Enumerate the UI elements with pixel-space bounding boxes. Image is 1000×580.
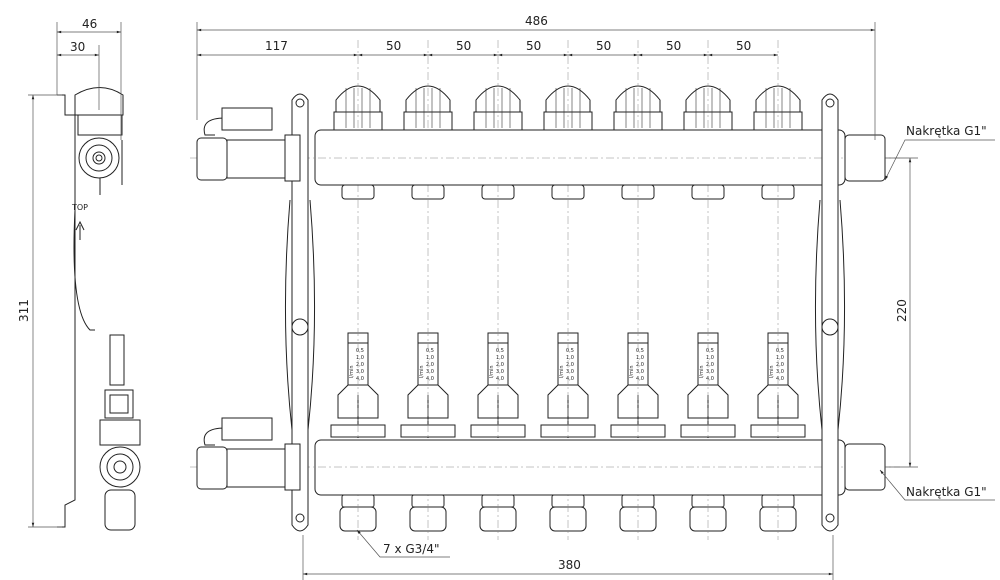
flowmeter-unit: l/min [699,365,705,378]
dim-50: 50 [456,39,471,53]
flowmeter-tick: 4,0 [776,376,784,382]
nut-label-bottom: Nakrętka G1" [906,485,987,499]
flowmeter-tick: 4,0 [356,376,364,382]
dim-486: 486 [525,14,548,28]
dim-311: 311 [17,299,31,322]
flowmeter-tick: 2,0 [496,362,504,368]
left-bracket [284,93,316,532]
top-mark: TOP [71,203,88,212]
outlet-6: 0,51,02,03,04,0l/min [680,40,744,540]
flowmeter-tick: 1,0 [496,355,504,361]
flowmeter-tick: 3,0 [566,369,574,375]
flowmeter-tick: 1,0 [566,355,574,361]
top-end-nut [844,134,886,182]
flowmeter-tick: 3,0 [706,369,714,375]
supply-manifold [314,129,846,186]
flowmeter-tick: 0,5 [566,348,574,354]
outlet-label: 7 x G3/4" [383,542,440,556]
front-view: 0,51,02,03,04,0l/min0,51,02,03,04,0l/min… [190,14,995,580]
flowmeter-tick: 1,0 [636,355,644,361]
bottom-ball-valve [196,417,301,491]
flowmeter-tick: 2,0 [706,362,714,368]
dim-50: 50 [666,39,681,53]
outlet-7: 0,51,02,03,04,0l/min [750,40,814,540]
flowmeter-tick: 1,0 [356,355,364,361]
flowmeter-tick: 0,5 [356,348,364,354]
flowmeter-tick: 0,5 [426,348,434,354]
flowmeter-unit: l/min [559,365,565,378]
flowmeter-tick: 0,5 [496,348,504,354]
outlet-5: 0,51,02,03,04,0l/min [610,40,674,540]
flowmeter-tick: 3,0 [776,369,784,375]
flowmeter-tick: 4,0 [636,376,644,382]
flowmeter-tick: 1,0 [776,355,784,361]
dim-117: 117 [265,39,288,53]
flowmeter-unit: l/min [419,365,425,378]
right-bracket [814,93,846,532]
dim-50: 50 [736,39,751,53]
dim-50: 50 [526,39,541,53]
flowmeter-tick: 4,0 [566,376,574,382]
flowmeter-tick: 1,0 [426,355,434,361]
dim-50: 50 [596,39,611,53]
flowmeter-tick: 2,0 [426,362,434,368]
side-view: TOP 46 30 311 [17,17,141,531]
flowmeter-tick: 0,5 [636,348,644,354]
dim-50: 50 [386,39,401,53]
flowmeter-tick: 2,0 [776,362,784,368]
flowmeter-unit: l/min [629,365,635,378]
dim-46: 46 [82,17,97,31]
flowmeter-tick: 0,5 [706,348,714,354]
return-manifold [314,439,846,496]
flowmeter-tick: 2,0 [636,362,644,368]
flowmeter-tick: 1,0 [706,355,714,361]
flowmeter-tick: 3,0 [636,369,644,375]
dim-30: 30 [70,40,85,54]
flowmeter-tick: 4,0 [426,376,434,382]
flowmeter-unit: l/min [769,365,775,378]
nut-label-top: Nakrętka G1" [906,124,987,138]
dim-380: 380 [558,558,581,572]
bottom-end-nut [844,443,886,491]
outlet-2: 0,51,02,03,04,0l/min [400,40,464,540]
flowmeter-tick: 0,5 [776,348,784,354]
flowmeter-tick: 4,0 [706,376,714,382]
outlet-4: 0,51,02,03,04,0l/min [540,40,604,540]
top-ball-valve [196,107,301,182]
flowmeter-tick: 3,0 [426,369,434,375]
dim-220: 220 [895,299,909,322]
flowmeter-tick: 3,0 [496,369,504,375]
outlet-3: 0,51,02,03,04,0l/min [470,40,534,540]
flowmeter-tick: 2,0 [356,362,364,368]
flowmeter-tick: 3,0 [356,369,364,375]
flowmeter-unit: l/min [489,365,495,378]
flowmeter-tick: 4,0 [496,376,504,382]
flowmeter-tick: 2,0 [566,362,574,368]
flowmeter-unit: l/min [349,365,355,378]
